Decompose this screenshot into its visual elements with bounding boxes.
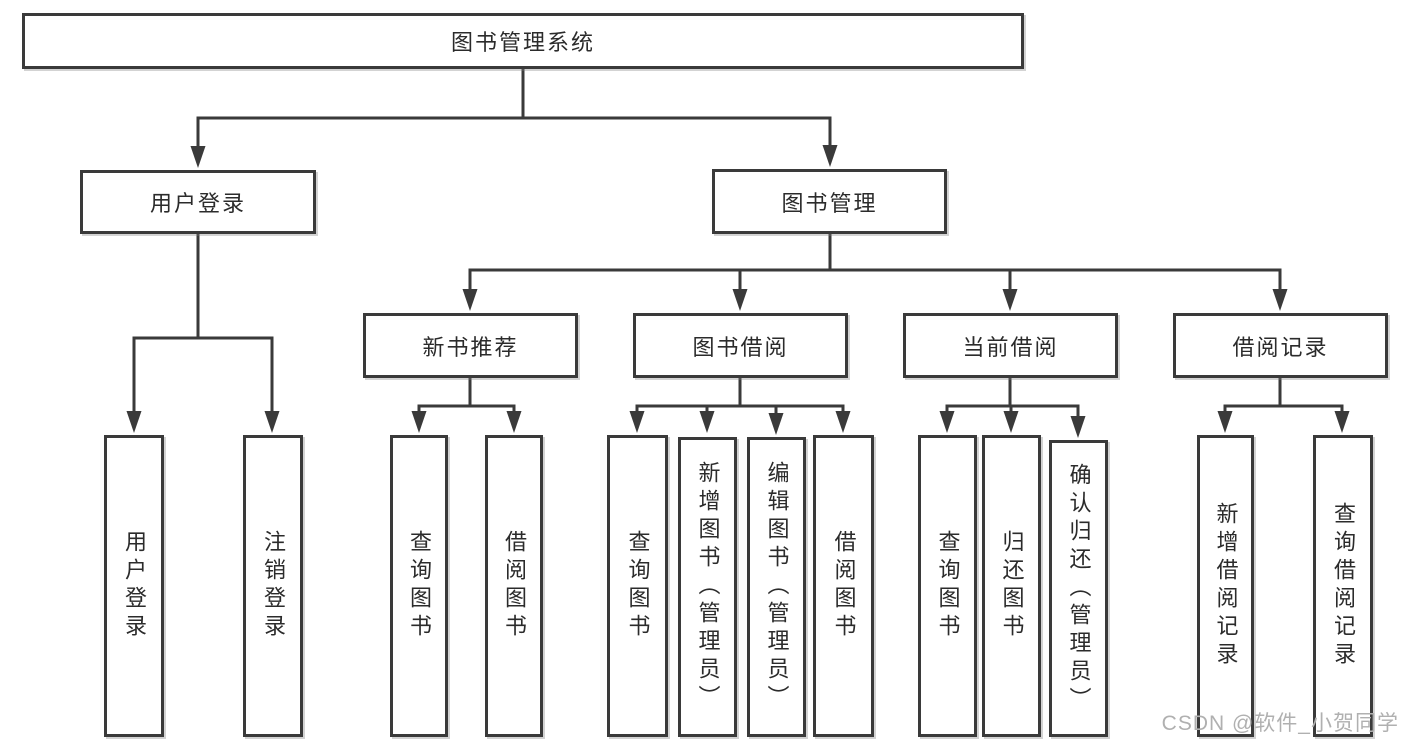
arrowhead-book-borrow [732, 289, 748, 311]
arrowhead-leaf-add-books-admin [699, 411, 715, 433]
arrowhead-leaf-query-books-current [939, 411, 955, 433]
connector-book-management-split [468, 232, 1282, 297]
leaf-user-login: 用户登录 [104, 435, 164, 737]
leaf-query-books-borrow: 查询图书 [607, 435, 668, 737]
node-root: 图书管理系统 [22, 13, 1024, 69]
leaf-add-books-admin-label: 新增图书（管理员） [695, 461, 721, 713]
arrowhead-borrow-records [1272, 289, 1288, 311]
leaf-logout-label: 注销登录 [261, 530, 286, 642]
leaf-query-borrow-record: 查询借阅记录 [1313, 435, 1373, 737]
node-user-login-label: 用户登录 [149, 191, 246, 216]
leaf-add-borrow-record: 新增借阅记录 [1197, 435, 1254, 737]
arrowhead-current-borrow [1002, 289, 1018, 311]
leaf-logout: 注销登录 [243, 435, 303, 737]
leaf-confirm-return-admin: 确认归还（管理员） [1049, 440, 1108, 737]
arrowhead-leaf-borrow-books [835, 411, 851, 433]
arrowhead-user-login [190, 146, 206, 168]
leaf-user-login-label: 用户登录 [122, 530, 147, 642]
node-new-book-recommend: 新书推荐 [363, 313, 578, 378]
node-borrow-records-label: 借阅记录 [1232, 334, 1329, 360]
arrowhead-leaf-user-login [126, 411, 142, 433]
arrowhead-book-management [822, 145, 838, 167]
node-root-label: 图书管理系统 [450, 30, 595, 55]
leaf-borrow-books-newrec: 借阅图书 [485, 435, 543, 737]
arrowhead-leaf-logout [264, 411, 280, 433]
arrowhead-leaf-query-books-borrow [629, 411, 645, 433]
leaf-add-books-admin: 新增图书（管理员） [678, 437, 737, 737]
node-current-borrow: 当前借阅 [903, 313, 1118, 378]
leaf-query-books-newrec-label: 查询图书 [407, 530, 432, 642]
node-user-login: 用户登录 [80, 170, 316, 234]
leaf-query-books-current-label: 查询图书 [935, 530, 961, 642]
arrowhead-leaf-borrow-books-newrec [506, 411, 522, 433]
leaf-query-books-current: 查询图书 [918, 435, 977, 737]
leaf-query-books-borrow-label: 查询图书 [625, 530, 651, 642]
leaf-borrow-books-newrec-label: 借阅图书 [502, 530, 527, 642]
arrowhead-leaf-edit-books-admin [768, 413, 784, 435]
leaf-query-borrow-record-label: 查询借阅记录 [1331, 502, 1356, 670]
connector-root-split [196, 67, 832, 154]
node-current-borrow-label: 当前借阅 [962, 334, 1059, 360]
arrowhead-leaf-confirm-return-admin [1070, 416, 1086, 438]
leaf-return-books-label: 归还图书 [999, 530, 1025, 642]
node-book-borrow-label: 图书借阅 [692, 334, 789, 360]
node-book-management: 图书管理 [712, 169, 947, 234]
connector-current-borrow-split [945, 376, 1080, 423]
arrowhead-leaf-return-books [1003, 411, 1019, 433]
connector-user-login-split [132, 232, 274, 419]
node-book-management-label: 图书管理 [781, 190, 878, 216]
node-borrow-records: 借阅记录 [1173, 313, 1388, 378]
node-new-book-recommend-label: 新书推荐 [422, 334, 519, 360]
leaf-add-borrow-record-label: 新增借阅记录 [1213, 502, 1239, 670]
leaf-borrow-books-label: 借阅图书 [831, 530, 857, 642]
arrowhead-leaf-add-borrow-record [1217, 411, 1233, 433]
leaf-edit-books-admin-label: 编辑图书（管理员） [764, 461, 790, 713]
csdn-watermark: CSDN @软件_小贺同学 [1161, 712, 1399, 735]
leaf-query-books-newrec: 查询图书 [390, 435, 448, 737]
connector-new-book-split [417, 376, 516, 419]
leaf-edit-books-admin: 编辑图书（管理员） [747, 437, 806, 737]
arrowhead-new-book-recommend [462, 289, 478, 311]
arrowhead-leaf-query-borrow-record [1334, 411, 1350, 433]
node-book-borrow: 图书借阅 [633, 313, 848, 378]
arrowhead-leaf-query-books-newrec [411, 411, 427, 433]
connector-book-borrow-split [635, 376, 845, 421]
leaf-return-books: 归还图书 [982, 435, 1041, 737]
connector-borrow-records-split [1223, 376, 1344, 419]
leaf-borrow-books: 借阅图书 [813, 435, 874, 737]
leaf-confirm-return-admin-label: 确认归还（管理员） [1066, 462, 1092, 715]
